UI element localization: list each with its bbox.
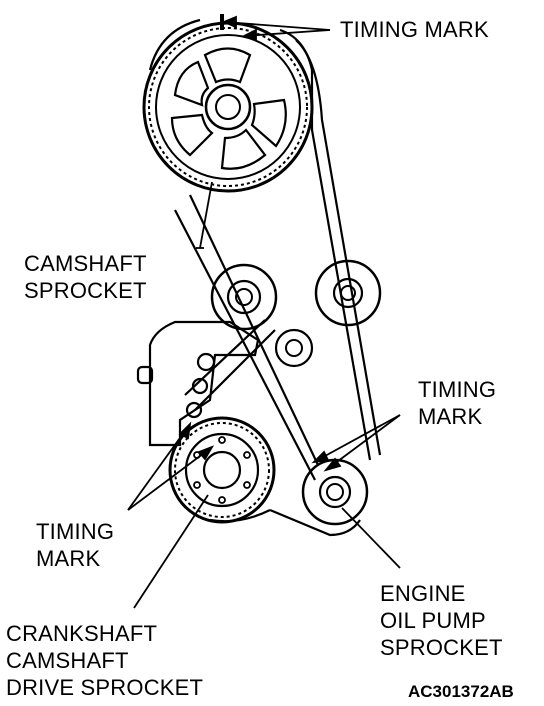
crankshaft-line-1: CRANKSHAFT — [6, 621, 158, 646]
camshaft-sprocket-label: CAMSHAFT SPROCKET — [24, 250, 147, 304]
timing-mark-top-label: TIMING MARK — [340, 16, 489, 43]
timing-mark-right-label: TIMING MARK — [418, 376, 496, 430]
timing-mark-right-line-1: TIMING — [418, 377, 497, 402]
engine-oil-pump-line-1: ENGINE — [380, 581, 466, 606]
crankshaft-line-2: CAMSHAFT — [6, 648, 129, 673]
oil-pump-sprocket-drawing — [301, 458, 369, 526]
tensioner-pulley-drawing — [210, 263, 278, 331]
engine-oil-pump-line-2: OIL PUMP — [380, 608, 486, 633]
camshaft-sprocket-line-1: CAMSHAFT — [24, 251, 147, 276]
crankshaft-camshaft-drive-sprocket-label: CRANKSHAFT CAMSHAFT DRIVE SPROCKET — [6, 620, 203, 701]
camshaft-sprocket-line-2: SPROCKET — [24, 278, 147, 303]
auto-tensioner-drawing — [136, 320, 260, 447]
timing-belt — [148, 18, 382, 537]
engine-oil-pump-sprocket-label: ENGINE OIL PUMP SPROCKET — [380, 580, 503, 661]
engine-oil-pump-line-3: SPROCKET — [380, 635, 503, 660]
timing-mark-left-line-2: MARK — [36, 546, 101, 571]
timing-mark-left-line-1: TIMING — [36, 519, 115, 544]
small-idler-drawing — [274, 328, 314, 368]
timing-mark-right-line-2: MARK — [418, 404, 483, 429]
camshaft-sprocket-drawing — [142, 14, 314, 193]
timing-mark-left-label: TIMING MARK — [36, 518, 114, 572]
figure-code: AC301372AB — [408, 682, 514, 701]
idler-pulley-drawing — [314, 259, 382, 327]
leader-lines — [127, 15, 401, 609]
timing-mark-top-text: TIMING MARK — [340, 17, 489, 42]
crankshaft-line-3: DRIVE SPROCKET — [6, 675, 204, 700]
